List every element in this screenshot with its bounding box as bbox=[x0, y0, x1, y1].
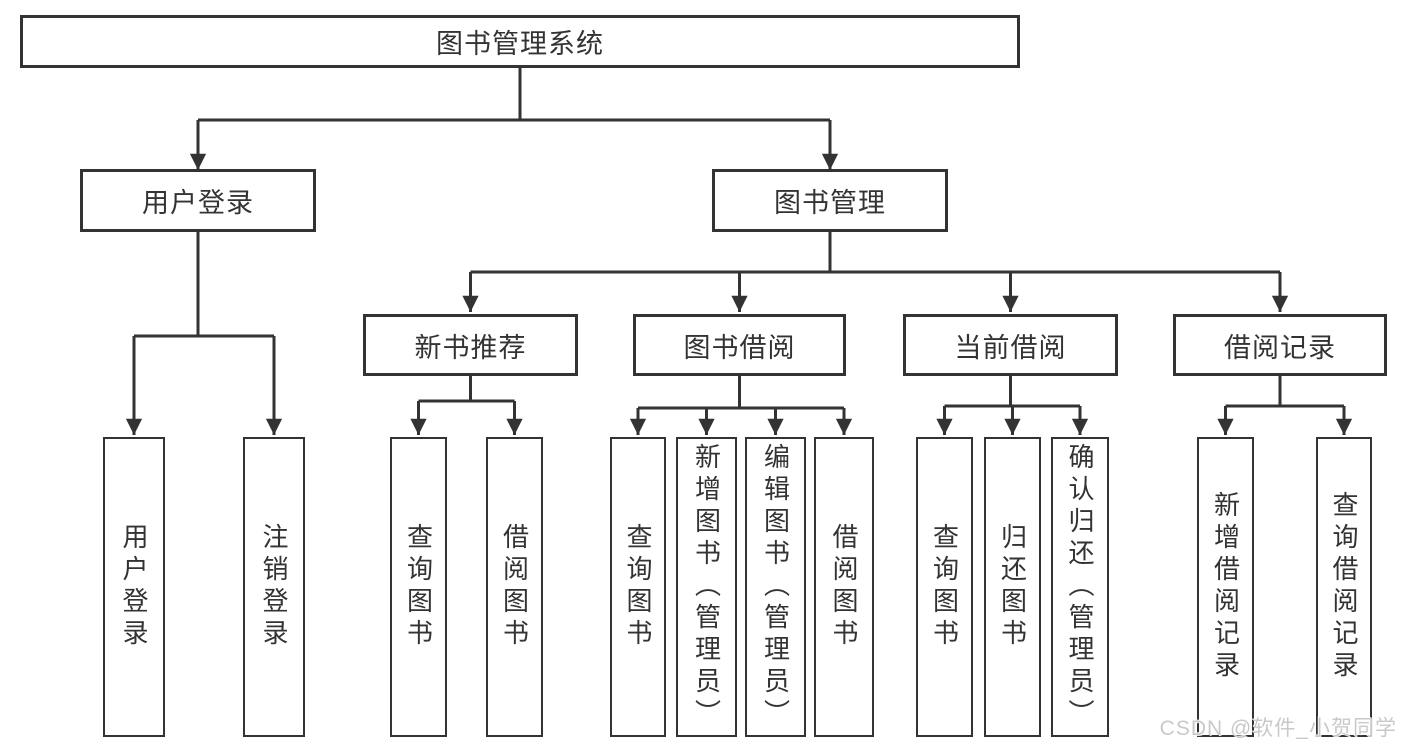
node-book-management-branch: 图书管理 bbox=[712, 169, 948, 232]
node-label: 归还图书 bbox=[997, 523, 1028, 651]
node-label: 新书推荐 bbox=[414, 332, 527, 363]
leaf-add-book-admin: 新增图书（管理员） bbox=[676, 437, 737, 737]
leaf-logout-login: 注销登录 bbox=[243, 437, 305, 737]
node-label: 图书管理 bbox=[774, 188, 886, 218]
node-label: 用户登录 bbox=[119, 523, 149, 651]
leaf-return-books: 归还图书 bbox=[984, 437, 1041, 737]
csdn-watermark: CSDN @软件_小贺同学 bbox=[1159, 717, 1397, 740]
node-label: 编辑图书（管理员） bbox=[760, 443, 791, 731]
leaf-edit-book-admin: 编辑图书（管理员） bbox=[745, 437, 806, 737]
leaf-query-books-recommend: 查询图书 bbox=[390, 437, 447, 737]
node-label: 图书管理系统 bbox=[436, 29, 604, 59]
connector-trunk-lines bbox=[134, 68, 1344, 410]
node-label: 新增借阅记录 bbox=[1210, 491, 1241, 683]
node-label: 借阅图书 bbox=[829, 523, 859, 651]
node-label: 当前借阅 bbox=[954, 332, 1067, 363]
node-label: 查询图书 bbox=[929, 523, 960, 651]
node-label: 用户登录 bbox=[142, 188, 254, 218]
leaf-query-books-borrowing: 查询图书 bbox=[610, 437, 666, 737]
leaf-query-books-current: 查询图书 bbox=[916, 437, 973, 737]
leaf-confirm-return-admin: 确认归还（管理员） bbox=[1051, 437, 1109, 737]
node-label: 查询图书 bbox=[403, 523, 434, 651]
leaf-add-borrow-record: 新增借阅记录 bbox=[1197, 437, 1254, 737]
node-label: 查询图书 bbox=[623, 523, 653, 651]
node-label: 确认归还（管理员） bbox=[1065, 443, 1095, 731]
node-user-login-branch: 用户登录 bbox=[80, 169, 316, 232]
node-current-borrowing: 当前借阅 bbox=[903, 314, 1118, 376]
leaf-query-borrow-record: 查询借阅记录 bbox=[1316, 437, 1372, 737]
node-label: 借阅记录 bbox=[1224, 332, 1336, 363]
node-book-management-system: 图书管理系统 bbox=[20, 15, 1020, 68]
leaf-user-login: 用户登录 bbox=[103, 437, 165, 737]
node-new-book-recommendation: 新书推荐 bbox=[363, 314, 578, 376]
node-label: 新增图书（管理员） bbox=[691, 443, 722, 731]
node-label: 图书借阅 bbox=[683, 332, 796, 363]
node-borrowing-records: 借阅记录 bbox=[1173, 314, 1387, 376]
node-label: 查询借阅记录 bbox=[1329, 491, 1359, 683]
node-label: 借阅图书 bbox=[499, 523, 530, 651]
node-book-borrowing: 图书借阅 bbox=[633, 314, 846, 376]
leaf-borrow-books-recommend: 借阅图书 bbox=[486, 437, 543, 737]
leaf-borrow-books-borrowing: 借阅图书 bbox=[814, 437, 874, 737]
node-label: 注销登录 bbox=[259, 523, 289, 651]
